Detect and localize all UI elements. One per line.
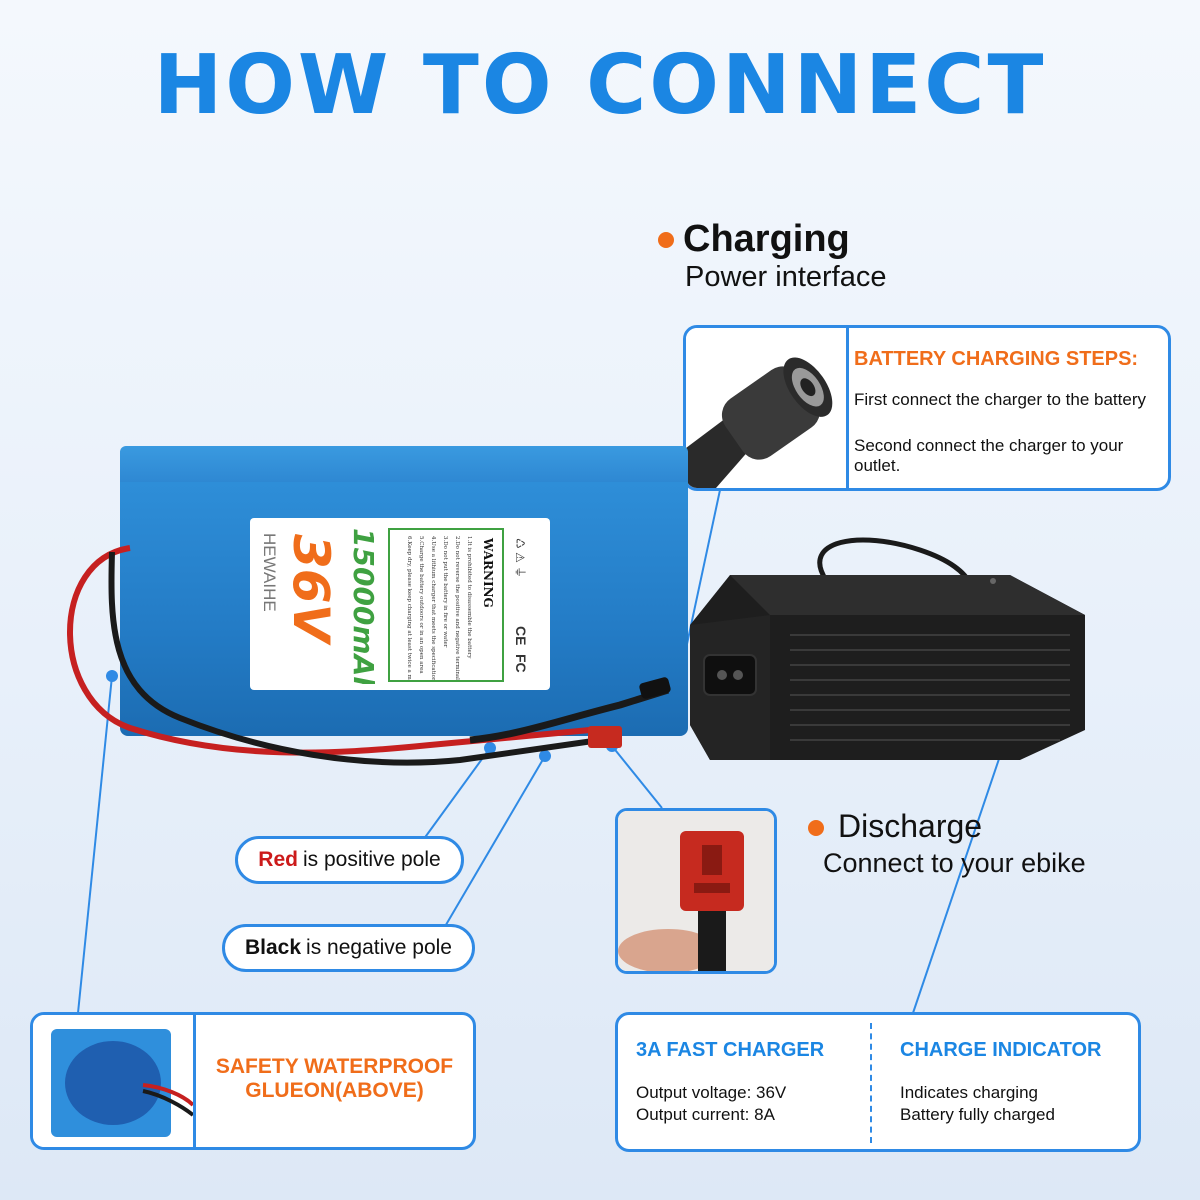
fc-mark: FC — [513, 654, 529, 673]
black-word: Black — [245, 936, 302, 959]
discharge-bullet-icon — [808, 820, 824, 836]
waterproof-glue-photo — [33, 1015, 196, 1147]
black-rest: is negative pole — [306, 936, 452, 959]
output-voltage: Output voltage: 36V — [636, 1083, 787, 1102]
brand-text: HEWAIHE — [260, 533, 279, 612]
ce-mark: CE — [513, 626, 529, 645]
warning-line: 4.Use a lithium charger that meets the s… — [430, 536, 436, 680]
red-rest: is positive pole — [302, 848, 441, 871]
warning-line: 3.Do not put the battery in fire or wate… — [442, 536, 448, 648]
fast-charger-title: 3A FAST CHARGER — [636, 1039, 825, 1061]
glue-block-icon — [51, 1029, 193, 1137]
discharge-heading: Discharge — [838, 808, 983, 844]
warning-box: WARNING 1.It is prohibited to disassembl… — [388, 528, 504, 693]
capacity-text: 15000mAh — [348, 528, 380, 684]
battery-label: HEWAIHE 36V 15000mAh WARNING 1.It is pro… — [250, 518, 550, 696]
charging-bullet-icon — [658, 232, 674, 248]
safety-card: SAFETY WATERPROOF GLUEON(ABOVE) — [30, 1012, 476, 1150]
output-current: Output current: 8A — [636, 1105, 775, 1124]
t-plug-connector — [588, 726, 622, 748]
warning-line: 5.Charge the battery outdoors or in an o… — [418, 536, 424, 674]
charging-step-1: First connect the charger to the battery — [854, 390, 1146, 409]
indicator-line-1: Indicates charging — [900, 1083, 1038, 1102]
ac-inlet-icon — [703, 654, 757, 696]
warning-line: 2.Do not reverse the positive and negati… — [454, 536, 460, 680]
warning-line: 1.It is prohibited to disassemble the ba… — [466, 536, 472, 659]
safety-line-2: GLUEON(ABOVE) — [245, 1079, 424, 1102]
charger-specs-card: 3A FAST CHARGER Output voltage: 36V Outp… — [615, 1012, 1141, 1152]
charging-heading: Charging — [683, 218, 850, 260]
svg-text:♺ ⚠ ⏚: ♺ ⚠ ⏚ — [513, 538, 527, 578]
safety-line-1: SAFETY WATERPROOF — [215, 1055, 454, 1078]
discharge-subheading: Connect to your ebike — [823, 848, 1086, 878]
warning-line: 6.Keep dry, please keep charging at leas… — [406, 536, 412, 680]
dc-plug-photo — [686, 328, 849, 488]
charging-step-2: Second connect the charger to your outle… — [854, 436, 1124, 475]
warning-title: WARNING — [481, 537, 495, 608]
red-word: Red — [258, 848, 298, 871]
charging-steps-card: BATTERY CHARGING STEPS: First connect th… — [683, 325, 1171, 491]
charger-brick — [690, 555, 1090, 785]
dc-plug-icon — [686, 357, 833, 488]
voltage-text: 36V — [286, 534, 340, 646]
charging-steps-title: BATTERY CHARGING STEPS: — [854, 348, 1139, 370]
charge-indicator-title: CHARGE INDICATOR — [900, 1039, 1102, 1061]
certification-icons: ♺ ⚠ ⏚ CE FC — [504, 530, 542, 680]
battery-pack: HEWAIHE 36V 15000mAh WARNING 1.It is pro… — [120, 446, 688, 736]
page-title: HOW TO CONNECT — [153, 38, 1047, 133]
charging-subheading: Power interface — [685, 261, 887, 293]
t-plug-photo — [615, 808, 777, 974]
charge-indicator-led-icon — [990, 578, 996, 584]
indicator-line-2: Battery fully charged — [900, 1105, 1055, 1124]
t-plug-icon — [618, 811, 774, 971]
brand-logo: HEWAIHE — [258, 528, 282, 678]
